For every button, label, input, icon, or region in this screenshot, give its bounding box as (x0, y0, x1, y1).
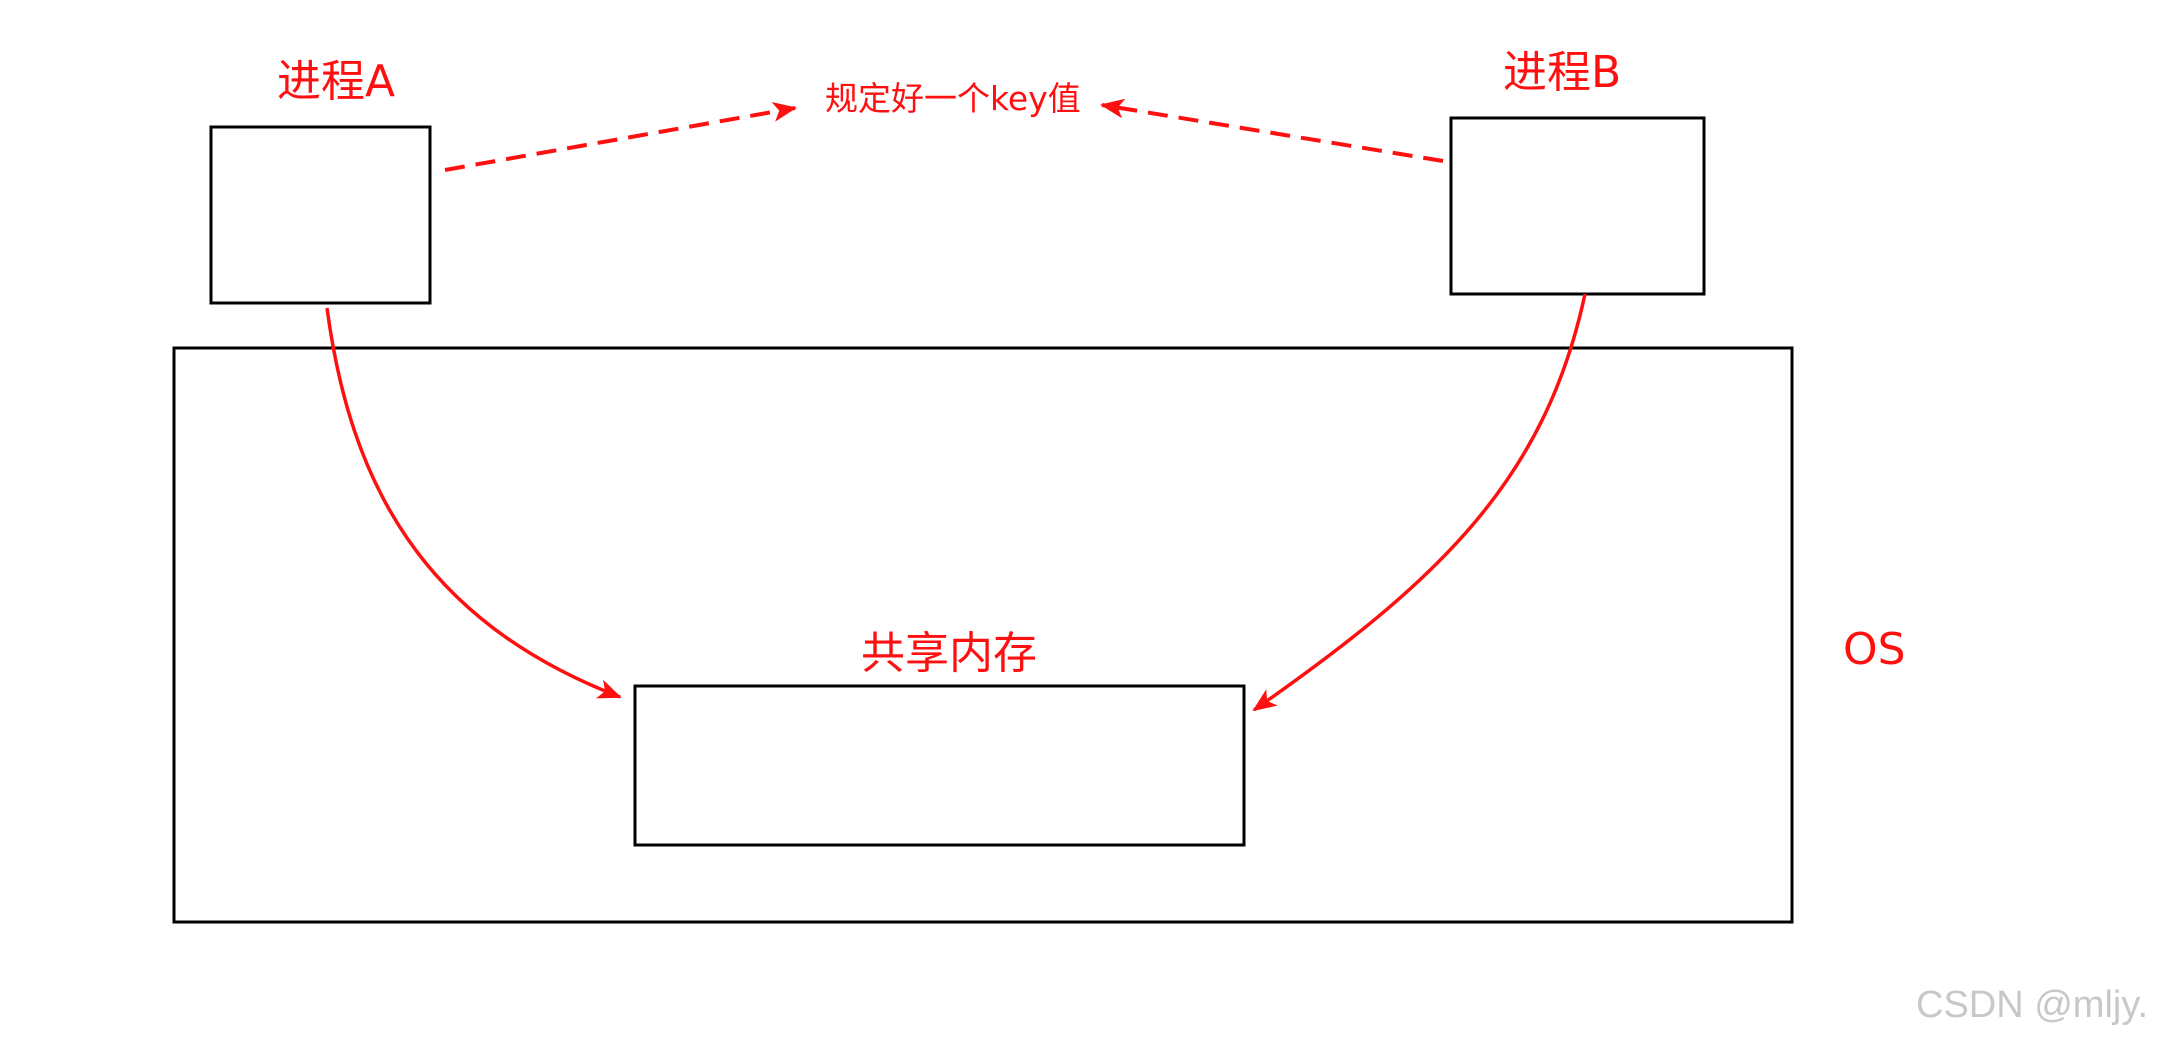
process-b-to-key-arrow (1100, 98, 1444, 163)
shared-memory-label: 共享内存 (861, 628, 1037, 679)
process-b-label: 进程B (1503, 47, 1621, 98)
watermark: CSDN @mljy. (1916, 984, 2148, 1026)
process-a-to-shared-memory-arrow (325, 307, 622, 699)
process-b-box (1449, 116, 1706, 296)
key-label: 规定好一个key值 (825, 79, 1081, 118)
process-b-to-shared-memory-arrow (1252, 293, 1587, 712)
shared-memory-box (633, 684, 1246, 847)
os-label: OS (1843, 624, 1906, 675)
process-a-to-key-arrow (444, 101, 797, 172)
process-a-box (209, 125, 432, 305)
process-a-label: 进程A (277, 56, 395, 107)
